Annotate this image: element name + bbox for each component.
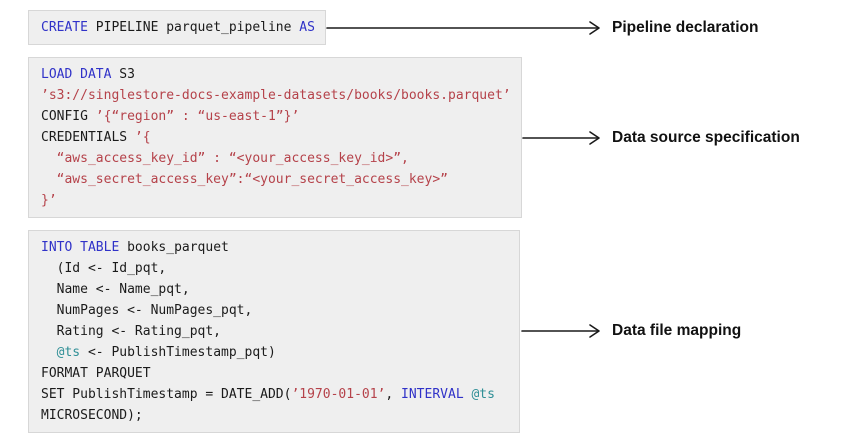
label-data-source-specification: Data source specification [612, 129, 800, 146]
code-line: Name <- Name_pqt, [41, 282, 190, 297]
arrow-data-source-specification [522, 131, 600, 145]
code-line: INTO TABLE books_parquet [41, 240, 229, 255]
code-line: CREATE PIPELINE parquet_pipeline AS [41, 20, 315, 35]
label-pipeline-declaration: Pipeline declaration [612, 19, 759, 36]
arrow-pipeline-declaration [326, 21, 600, 35]
code-line: SET PublishTimestamp = DATE_ADD(’1970-01… [41, 387, 495, 402]
code-line: “aws_access_key_id” : “<your_access_key_… [41, 151, 409, 166]
code-line: ’s3://singlestore-docs-example-datasets/… [41, 88, 511, 103]
code-line: Rating <- Rating_pqt, [41, 324, 222, 339]
code-line: FORMAT PARQUET [41, 366, 151, 381]
code-block-data-source-specification: LOAD DATA S3 ’s3://singlestore-docs-examp… [28, 57, 522, 218]
code-line: MICROSECOND); [41, 408, 143, 423]
code-line: CONFIG ’{“region” : “us-east-1”}’ [41, 109, 300, 124]
label-data-file-mapping: Data file mapping [612, 322, 742, 339]
arrow-data-file-mapping [521, 324, 600, 338]
code-block-pipeline-declaration: CREATE PIPELINE parquet_pipeline AS [28, 10, 326, 45]
code-block-data-file-mapping: INTO TABLE books_parquet (Id <- Id_pqt, … [28, 230, 520, 433]
code-line: LOAD DATA S3 [41, 67, 135, 82]
code-line: }’ [41, 193, 57, 208]
code-line: “aws_secret_access_key”:“<your_secret_ac… [41, 172, 448, 187]
code-line: @ts <- PublishTimestamp_pqt) [56, 345, 276, 360]
code-line: CREDENTIALS ’{ [41, 130, 151, 145]
code-line: (Id <- Id_pqt, [41, 261, 167, 276]
code-line: NumPages <- NumPages_pqt, [41, 303, 253, 318]
